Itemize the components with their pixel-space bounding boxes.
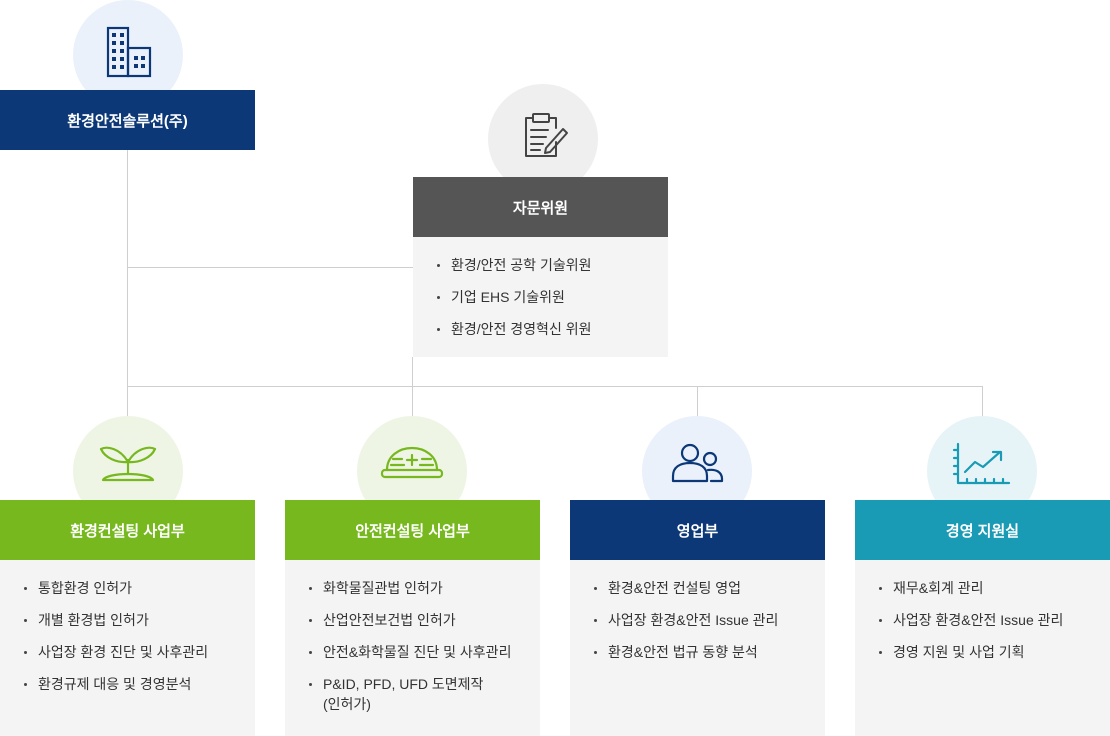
company-box: 환경안전솔루션(주) xyxy=(0,90,255,150)
advisory-item: 기업 EHS 기술위원 xyxy=(437,287,662,307)
division-safety-body: 화학물질관법 인허가 산업안전보건법 인허가 안전&화학물질 진단 및 사후관리… xyxy=(285,560,540,736)
division-env-title: 환경컨설팅 사업부 xyxy=(70,522,185,540)
division-sales-item: 사업장 환경&안전 Issue 관리 xyxy=(594,610,819,630)
connector-drop-3 xyxy=(697,386,698,416)
connector-drop-4 xyxy=(982,386,983,416)
division-sales-title: 영업부 xyxy=(676,522,719,540)
division-env-header: 환경컨설팅 사업부 xyxy=(0,500,255,560)
division-safety-title: 안전컨설팅 사업부 xyxy=(355,522,470,540)
advisory-icon-circle xyxy=(488,84,598,194)
division-safety-list: 화학물질관법 인허가 산업안전보건법 인허가 안전&화학물질 진단 및 사후관리… xyxy=(309,578,534,714)
division-env-list: 통합환경 인허가 개별 환경법 인허가 사업장 환경 진단 및 사후관리 환경규… xyxy=(24,578,249,694)
division-safety-item: 화학물질관법 인허가 xyxy=(309,578,534,598)
division-safety-item: 산업안전보건법 인허가 xyxy=(309,610,534,630)
division-sales-header: 영업부 xyxy=(570,500,825,560)
division-sales-item: 환경&안전 컨설팅 영업 xyxy=(594,578,819,598)
division-mgmt-body: 재무&회계 관리 사업장 환경&안전 Issue 관리 경영 지원 및 사업 기… xyxy=(855,560,1110,736)
division-mgmt-item: 사업장 환경&안전 Issue 관리 xyxy=(879,610,1104,630)
connector-horizontal-divisions xyxy=(127,386,983,387)
division-env-body: 통합환경 인허가 개별 환경법 인허가 사업장 환경 진단 및 사후관리 환경규… xyxy=(0,560,255,736)
advisory-title: 자문위원 xyxy=(512,199,569,217)
division-env-item: 환경규제 대응 및 경영분석 xyxy=(24,674,249,694)
division-safety-item-continued: (인허가) xyxy=(323,696,371,712)
division-sales-item: 환경&안전 법규 동향 분석 xyxy=(594,642,819,662)
division-safety-header: 안전컨설팅 사업부 xyxy=(285,500,540,560)
advisory-item: 환경/안전 공학 기술위원 xyxy=(437,255,662,275)
division-mgmt-title: 경영 지원실 xyxy=(945,522,1020,540)
advisory-item: 환경/안전 경영혁신 위원 xyxy=(437,319,662,339)
division-mgmt-item: 재무&회계 관리 xyxy=(879,578,1104,598)
division-sales-list: 환경&안전 컨설팅 영업 사업장 환경&안전 Issue 관리 환경&안전 법규… xyxy=(594,578,819,662)
division-safety-item: 안전&화학물질 진단 및 사후관리 xyxy=(309,642,534,662)
division-safety-item: P&ID, PFD, UFD 도면제작 xyxy=(309,674,534,694)
advisory-header: 자문위원 xyxy=(413,177,668,237)
division-env-item: 개별 환경법 인허가 xyxy=(24,610,249,630)
division-mgmt-item: 경영 지원 및 사업 기획 xyxy=(879,642,1104,662)
division-sales-body: 환경&안전 컨설팅 영업 사업장 환경&안전 Issue 관리 환경&안전 법규… xyxy=(570,560,825,736)
connector-drop-1 xyxy=(127,386,128,416)
division-mgmt-list: 재무&회계 관리 사업장 환경&안전 Issue 관리 경영 지원 및 사업 기… xyxy=(879,578,1104,662)
division-env-item: 통합환경 인허가 xyxy=(24,578,249,598)
company-name: 환경안전솔루션(주) xyxy=(67,112,188,130)
advisory-list: 환경/안전 공학 기술위원 기업 EHS 기술위원 환경/안전 경영혁신 위원 xyxy=(437,255,662,339)
division-mgmt-header: 경영 지원실 xyxy=(855,500,1110,560)
connector-vertical-main xyxy=(127,150,128,386)
connector-drop-2 xyxy=(412,386,413,416)
division-env-item: 사업장 환경 진단 및 사후관리 xyxy=(24,642,249,662)
connector-to-advisory xyxy=(127,267,413,268)
advisory-body: 환경/안전 공학 기술위원 기업 EHS 기술위원 환경/안전 경영혁신 위원 xyxy=(413,237,668,357)
connector-advisory-down xyxy=(412,357,413,386)
